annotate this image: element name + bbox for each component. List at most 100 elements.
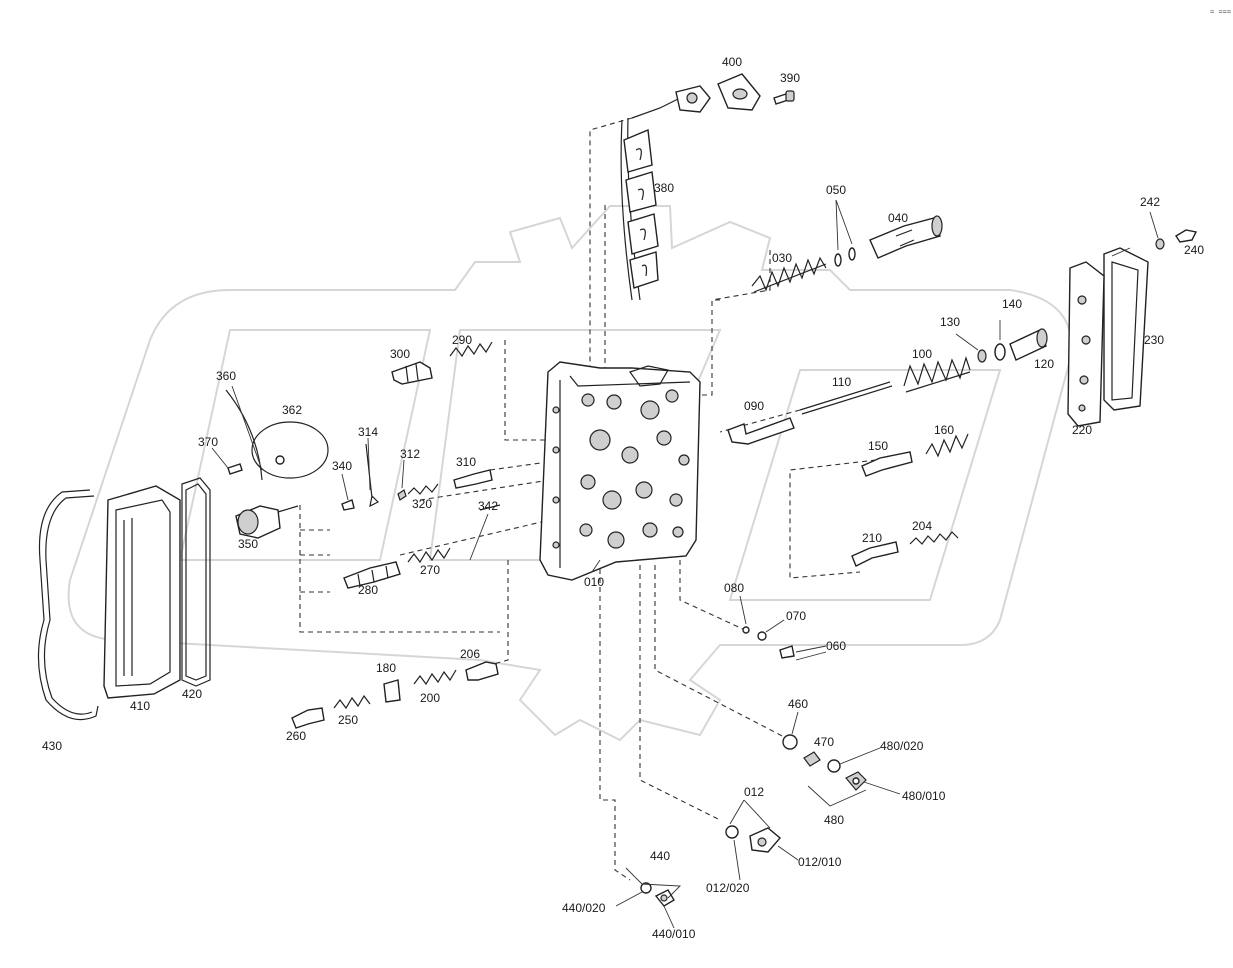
valve-body-010 <box>539 361 701 581</box>
valve-310 <box>453 469 493 489</box>
callout-030: 030 <box>772 251 792 265</box>
callout-410: 410 <box>130 699 150 713</box>
callout-090: 090 <box>744 399 764 413</box>
sleeve-342 <box>479 504 501 511</box>
assembly-lines <box>299 117 877 881</box>
callout-420: 420 <box>182 687 202 701</box>
callout-050: 050 <box>826 183 846 197</box>
plug-060 <box>779 645 795 659</box>
callout-242: 242 <box>1140 195 1160 209</box>
cover-410 <box>103 485 181 699</box>
callout-480-010: 480/010 <box>902 789 946 803</box>
callout-010: 010 <box>584 575 604 589</box>
ring-012-020 <box>725 825 739 839</box>
callout-080: 080 <box>724 581 744 595</box>
solenoid-350 <box>235 505 299 539</box>
callout-350: 350 <box>238 537 258 551</box>
gasket-420 <box>181 477 211 687</box>
leader-lines <box>211 199 1159 929</box>
callout-310: 310 <box>456 455 476 469</box>
cover-230 <box>1103 247 1149 411</box>
callout-320: 320 <box>412 497 432 511</box>
plug-012-010 <box>749 827 781 853</box>
spring-320 <box>407 483 439 495</box>
o-ring-140 <box>994 343 1006 361</box>
callout-220: 220 <box>1072 423 1092 437</box>
ball-080 <box>742 626 750 634</box>
callout-012-020: 012/020 <box>706 881 750 895</box>
callout-200: 200 <box>420 691 440 705</box>
callout-280: 280 <box>358 583 378 597</box>
valve-sleeve-040 <box>869 215 943 259</box>
screw-390 <box>773 90 795 105</box>
callout-400: 400 <box>722 55 742 69</box>
plate-180 <box>383 679 401 703</box>
callout-300: 300 <box>390 347 410 361</box>
pin-312 <box>397 489 407 501</box>
callout-230: 230 <box>1144 333 1164 347</box>
callout-440-020: 440/020 <box>562 901 606 915</box>
spring-200 <box>413 669 457 686</box>
callout-012: 012 <box>744 785 764 799</box>
spring-030 <box>751 256 827 293</box>
callout-240: 240 <box>1184 243 1204 257</box>
plug-460 <box>782 734 798 750</box>
callout-340: 340 <box>332 459 352 473</box>
clip-314 <box>365 443 380 508</box>
callout-130: 130 <box>940 315 960 329</box>
plug-480-010 <box>845 771 867 791</box>
callout-120: 120 <box>1034 357 1054 371</box>
valve-090 <box>727 417 795 445</box>
callout-070: 070 <box>786 609 806 623</box>
ring-480-020 <box>827 759 841 773</box>
spring-270 <box>407 547 451 564</box>
rod-110 <box>799 381 893 415</box>
callout-180: 180 <box>376 661 396 675</box>
screw-340 <box>341 499 355 511</box>
wire-clip-430 <box>37 489 99 721</box>
callout-110: 110 <box>832 375 851 389</box>
screw-240 <box>1175 229 1198 243</box>
callout-210: 210 <box>862 531 882 545</box>
cover-plate-400 <box>717 73 761 111</box>
callout-150: 150 <box>868 439 888 453</box>
callout-370: 370 <box>198 435 218 449</box>
callout-labels: 400 390 380 050 040 030 242 240 230 220 … <box>42 8 1231 941</box>
valve-206 <box>465 661 499 681</box>
seal-362 <box>275 455 285 465</box>
callout-480: 480 <box>824 813 844 827</box>
spring-100 <box>903 356 971 393</box>
callout-362: 362 <box>282 403 302 417</box>
callout-314: 314 <box>358 425 378 439</box>
callout-360: 360 <box>216 369 236 383</box>
valve-280 <box>343 561 401 589</box>
callout-342: 342 <box>478 499 498 513</box>
spring-290 <box>449 341 493 358</box>
callout-012-010: 012/010 <box>798 855 842 869</box>
piston-120 <box>1009 328 1048 361</box>
valve-210 <box>851 541 899 567</box>
cable-360 <box>225 389 329 481</box>
callout-060: 060 <box>826 639 846 653</box>
callout-260: 260 <box>286 729 306 743</box>
callout-460: 460 <box>788 697 808 711</box>
spring-204 <box>909 531 959 545</box>
plug-440-010 <box>654 889 675 907</box>
plug-470 <box>803 751 821 767</box>
gasket-220 <box>1067 261 1105 427</box>
screw-370 <box>227 463 243 475</box>
rings-050 <box>834 247 856 267</box>
callout-390: 390 <box>780 71 800 85</box>
callout-380: 380 <box>654 181 674 195</box>
callout-290: 290 <box>452 333 472 347</box>
wiring-harness-380 <box>620 85 711 301</box>
callout-160: 160 <box>934 423 954 437</box>
callout-440: 440 <box>650 849 670 863</box>
callout-140: 140 <box>1002 297 1022 311</box>
valve-150 <box>861 451 913 477</box>
valve-300 <box>391 361 433 385</box>
callout-270: 270 <box>420 563 440 577</box>
spring-250 <box>333 694 371 710</box>
callout-250: 250 <box>338 713 358 727</box>
